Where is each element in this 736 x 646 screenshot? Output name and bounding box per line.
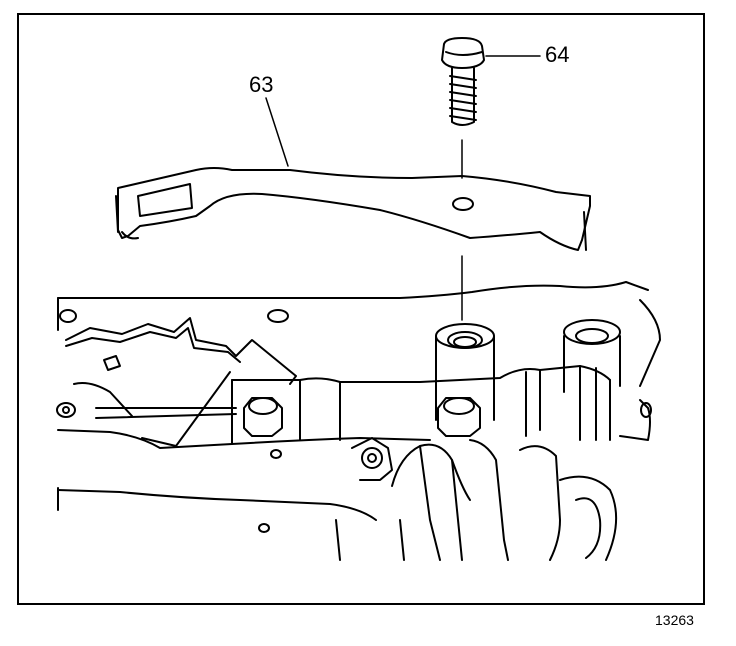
housing-body (56, 281, 661, 561)
bolt-part (441, 37, 485, 126)
bracket-part (115, 167, 591, 251)
callout-63-label: 63 (249, 72, 274, 97)
figure-number: 13263 (655, 612, 694, 628)
diagram-frame (17, 13, 705, 605)
callout-64-label: 64 (545, 42, 570, 67)
leader-63 (265, 97, 289, 167)
